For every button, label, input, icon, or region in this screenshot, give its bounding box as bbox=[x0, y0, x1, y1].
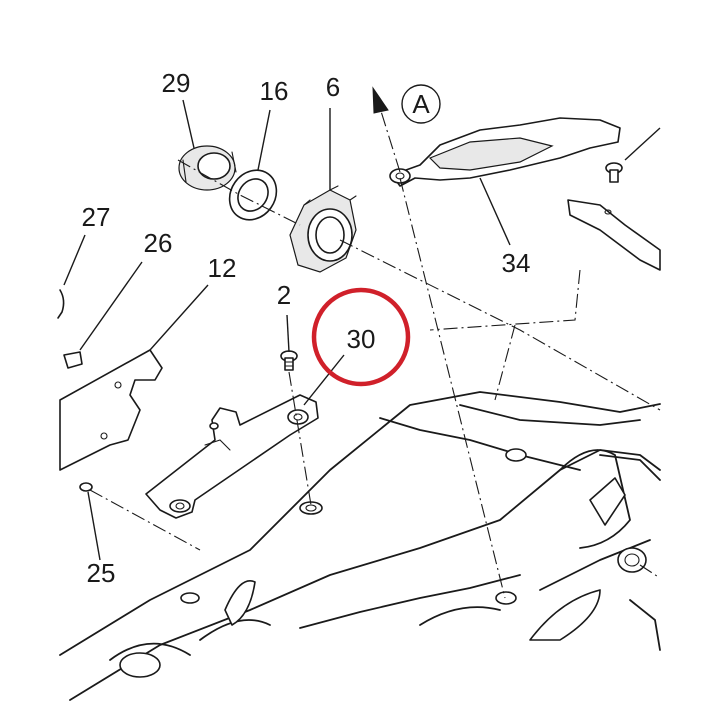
callout-27: 27 bbox=[82, 202, 111, 232]
assembly-axes bbox=[89, 159, 661, 599]
part-2-screw bbox=[280, 350, 298, 371]
part-6-large-nut bbox=[289, 185, 357, 273]
callout-34: 34 bbox=[502, 248, 531, 278]
callout-12: 12 bbox=[208, 253, 237, 283]
part-30-guide-plate bbox=[145, 394, 319, 519]
callout-a: A bbox=[412, 89, 430, 119]
part-26-pad bbox=[63, 351, 83, 369]
callout-25: 25 bbox=[87, 558, 116, 588]
main-frame bbox=[59, 391, 661, 701]
callout-a-circle bbox=[401, 84, 441, 124]
callout-26: 26 bbox=[144, 228, 173, 258]
callout-2: 2 bbox=[277, 280, 291, 310]
part-12-bracket bbox=[59, 349, 163, 471]
direction-arrow-a bbox=[372, 86, 401, 173]
callout-16: 16 bbox=[260, 76, 289, 106]
callout-29: 29 bbox=[162, 68, 191, 98]
highlight-circle bbox=[311, 287, 411, 387]
part-25-washer bbox=[79, 482, 93, 492]
part-27-edge bbox=[57, 289, 65, 319]
callout-30: 30 bbox=[347, 324, 376, 354]
leader-lines bbox=[63, 99, 661, 561]
callout-6: 6 bbox=[326, 72, 340, 102]
callout-labels: 29 16 6 A 34 27 26 12 2 30 25 bbox=[82, 68, 531, 588]
part-29-nut bbox=[178, 145, 237, 191]
part-34-link bbox=[389, 117, 621, 187]
part-right-bracket bbox=[567, 162, 661, 271]
